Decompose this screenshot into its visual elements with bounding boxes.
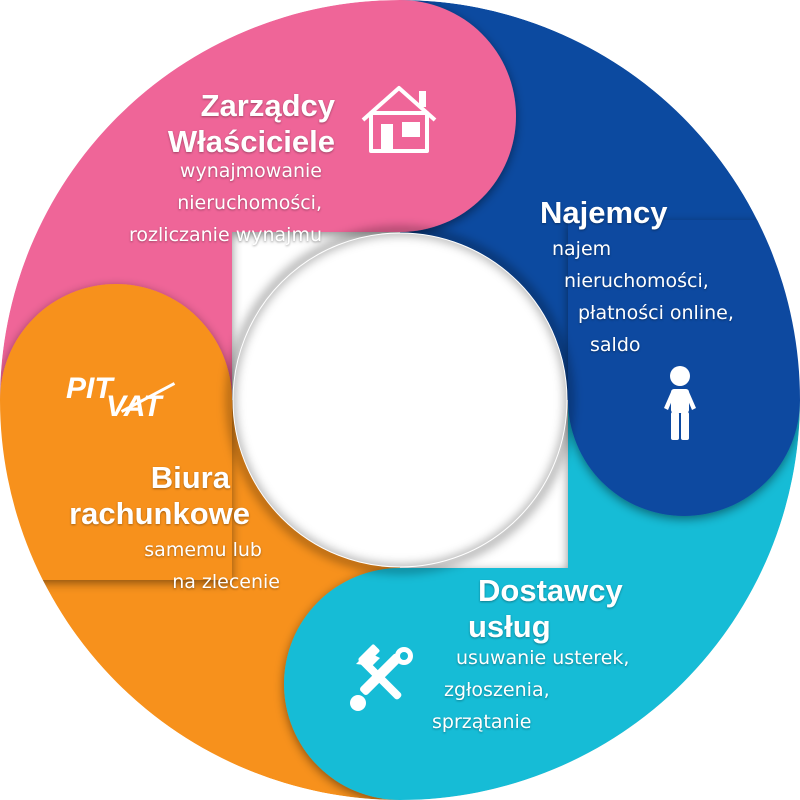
biura-desc: samemu lub na zlecenie (144, 539, 280, 593)
pit-vat-logo: PIT VAT (66, 372, 186, 430)
dostawcy-desc: usuwanie usterek, zgłoszenia, sprzątanie (432, 647, 630, 733)
tools-icon (350, 644, 413, 711)
segment-biura-tab (0, 284, 232, 580)
dostawcy-title: Dostawcy usług (468, 573, 623, 644)
najemcy-desc: najem nieruchomości, płatności online, s… (552, 238, 734, 356)
najemcy-title: Najemcy (540, 195, 668, 230)
person-icon (664, 366, 696, 440)
biura-title: Biura rachunkowe (69, 460, 250, 531)
center-hole (233, 233, 567, 567)
house-icon (361, 86, 437, 153)
zarzadcy-title: Zarządcy Właściciele (167, 88, 335, 159)
zarzadcy-desc: wynajmowanie nieruchomości, rozliczanie … (129, 160, 322, 246)
